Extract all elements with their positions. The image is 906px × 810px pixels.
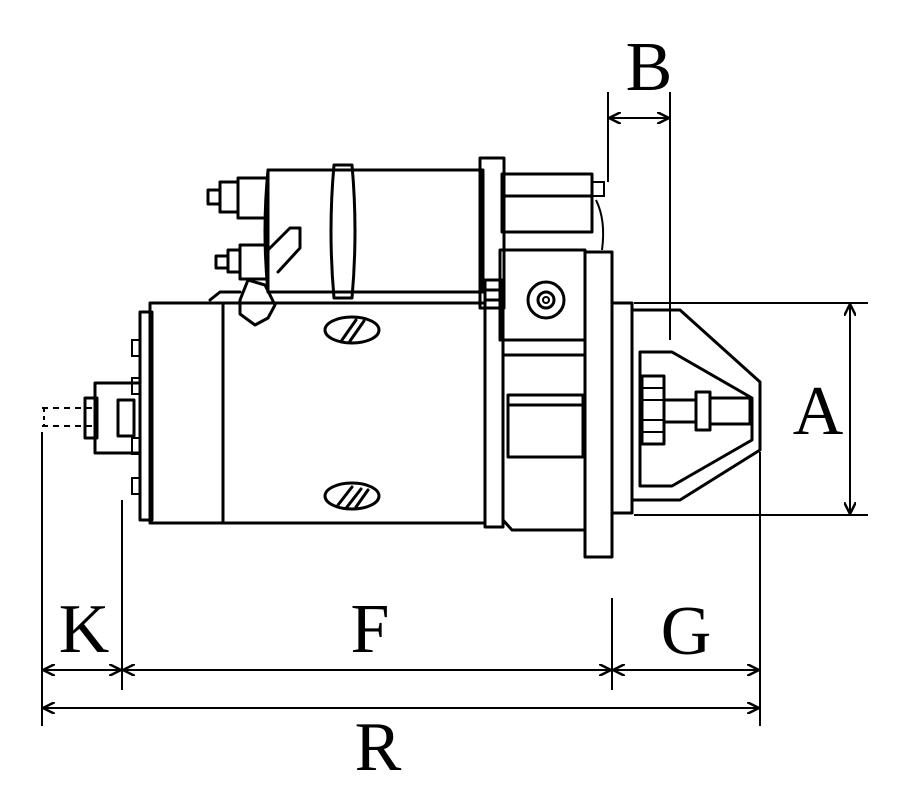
label-b: B (626, 29, 673, 106)
drive-end-housing (483, 248, 634, 559)
label-f: F (351, 591, 390, 668)
pivot-bolt (526, 280, 566, 320)
terminal-stud-lower (214, 243, 270, 281)
label-k: K (59, 591, 110, 668)
motor-body (131, 301, 487, 525)
screw-bottom (323, 481, 381, 511)
label-r: R (355, 709, 402, 786)
solenoid (206, 156, 605, 327)
dimension-lines (41, 92, 868, 726)
label-g: G (661, 593, 712, 670)
label-a: A (793, 373, 844, 450)
screw-top (323, 315, 381, 345)
terminal-stud-upper (206, 176, 270, 220)
pinion-nose (630, 308, 762, 502)
rear-terminal (42, 381, 142, 455)
